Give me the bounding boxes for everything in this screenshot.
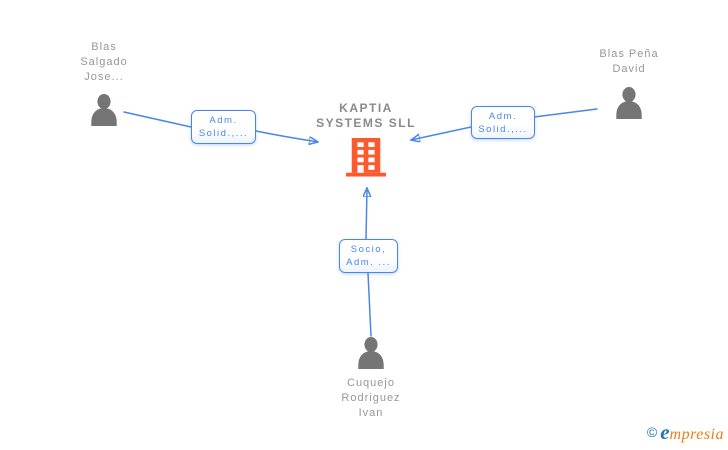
- empresia-logo[interactable]: ©empresia: [647, 421, 724, 446]
- company-name: KAPTIA SYSTEMS SLL: [316, 101, 416, 130]
- edge-line-right-b: [411, 126, 472, 140]
- edge-line-left-a: [123, 111, 192, 128]
- edge-line-bottom-a: [367, 272, 372, 337]
- edge-label-bottom[interactable]: Socio, Adm. ...: [339, 239, 398, 273]
- edge-line-right-a: [533, 108, 598, 118]
- brand-text: mpresia: [669, 426, 724, 443]
- building-icon: [345, 138, 387, 177]
- person-node-blas-pena[interactable]: Blas Peña David: [568, 47, 690, 119]
- company-node-kaptia-systems[interactable]: KAPTIA SYSTEMS SLL: [305, 101, 427, 177]
- person-name: Cuquejo Rodriguez Ivan: [341, 377, 401, 419]
- person-icon: [354, 337, 388, 369]
- edge-label-right[interactable]: Adm. Solid.,...: [471, 106, 535, 139]
- person-icon: [87, 94, 121, 126]
- person-node-cuquejo-rodriguez[interactable]: Cuquejo Rodriguez Ivan: [310, 337, 432, 421]
- copyright-icon: ©: [646, 424, 658, 440]
- edge-line-left-b: [255, 130, 318, 142]
- brand-initial: e: [660, 420, 670, 444]
- person-icon: [612, 87, 646, 119]
- edge-line-bottom-b: [366, 188, 367, 240]
- person-node-blas-salgado[interactable]: Blas Salgado Jose...: [43, 40, 165, 126]
- edge-label-left[interactable]: Adm. Solid.,...: [191, 110, 256, 144]
- person-name: Blas Peña David: [599, 48, 659, 75]
- person-name: Blas Salgado Jose...: [80, 41, 128, 83]
